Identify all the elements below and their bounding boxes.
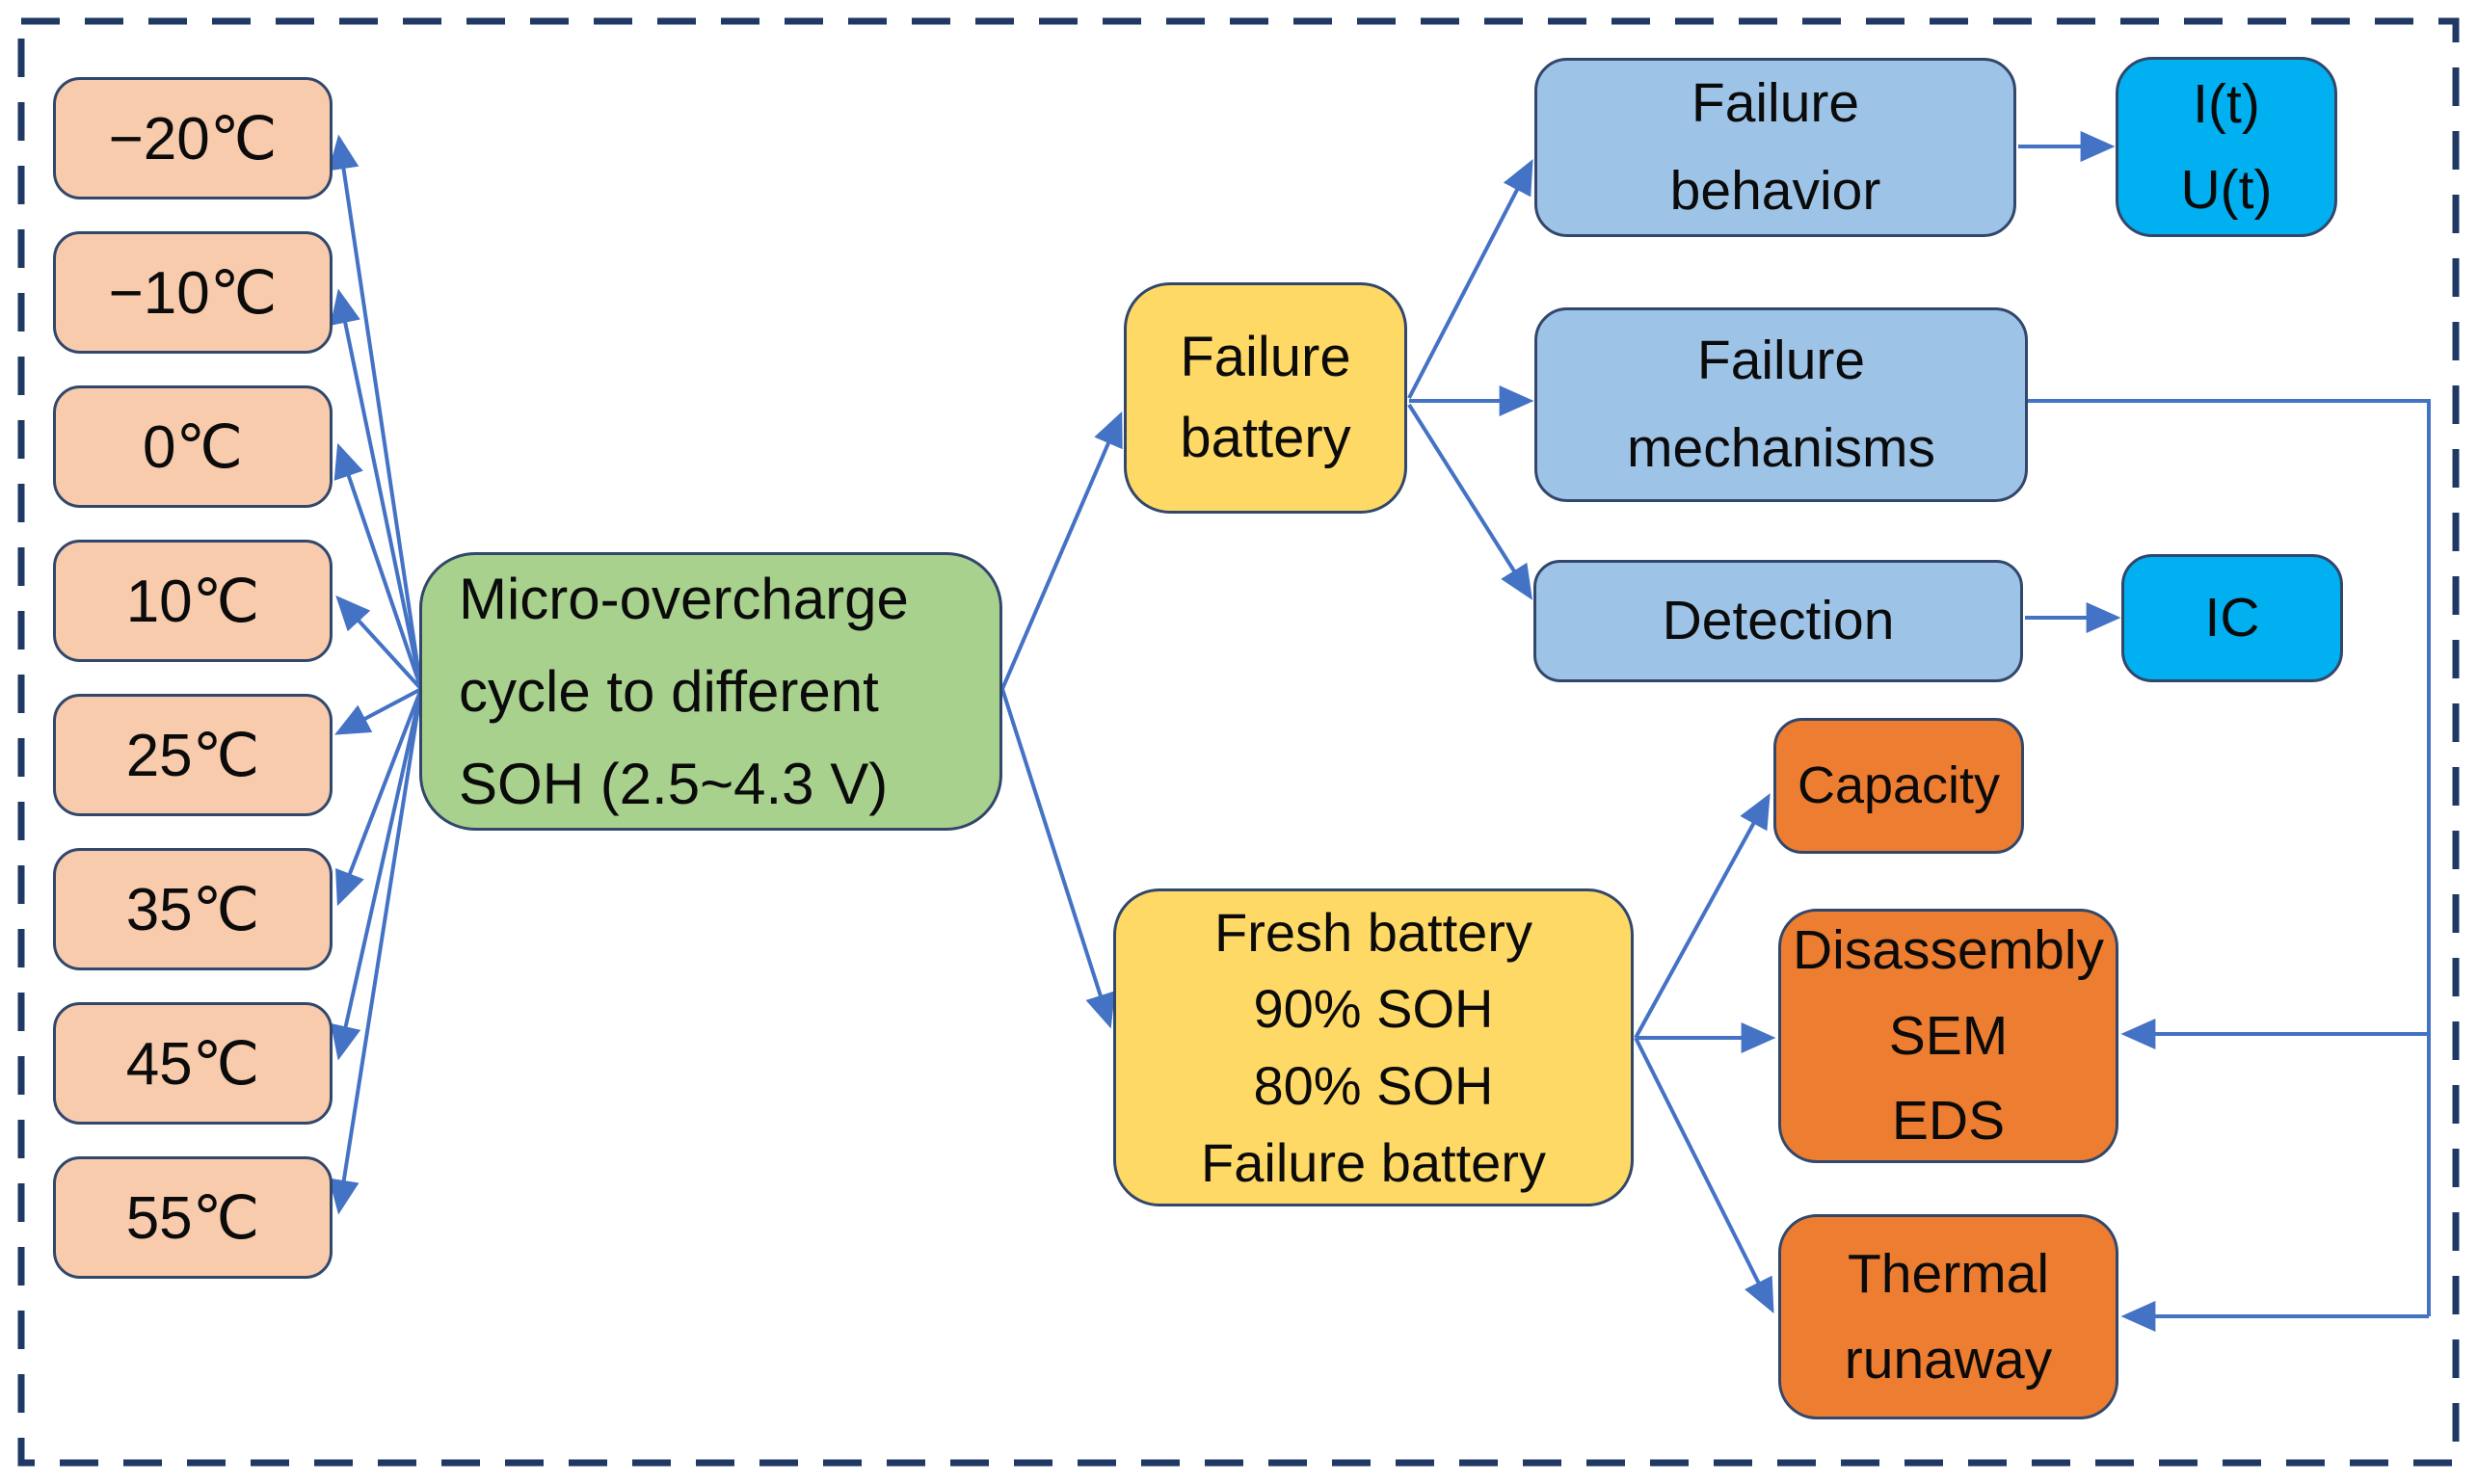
ic-box: IC — [2121, 554, 2343, 682]
capacity-box: Capacity — [1773, 718, 2024, 854]
arrow-process-to-fresh-battery — [1000, 688, 1115, 1029]
process-box-micro-overcharge: Micro-overcharge cycle to different SOH … — [419, 552, 1002, 831]
fresh-battery-box: Fresh battery 90% SOH 80% SOH Failure ba… — [1113, 888, 1634, 1206]
thermal-runaway-box: Thermal runaway — [1778, 1214, 2118, 1419]
fresh-battery-line: 90% SOH — [1253, 978, 1494, 1040]
temp-box-45: 45℃ — [53, 1002, 333, 1125]
temp-box-25: 25℃ — [53, 694, 333, 816]
temp-box-minus20: −20℃ — [53, 77, 333, 199]
temp-label: 45℃ — [125, 1031, 260, 1098]
process-line: cycle to different — [459, 658, 879, 724]
temp-box-35: 35℃ — [53, 848, 333, 970]
failure-mechanisms-line: Failure — [1696, 329, 1866, 391]
arrow-process-to-temp-0 — [333, 442, 423, 690]
temp-label: 25℃ — [125, 723, 260, 789]
disassembly-box: Disassembly SEM EDS — [1778, 909, 2118, 1163]
process-line: Micro-overcharge — [459, 566, 909, 631]
failure-mechanisms-box: Failure mechanisms — [1534, 307, 2028, 502]
temp-box-55: 55℃ — [53, 1156, 333, 1279]
failure-behavior-line: behavior — [1669, 160, 1881, 222]
fresh-battery-line: Fresh battery — [1214, 901, 1532, 963]
arrow-fresh-to-thermal — [1634, 1037, 1774, 1314]
disassembly-line: SEM — [1888, 1004, 2009, 1067]
arrow-failure-battery-to-detection — [1407, 403, 1532, 600]
arrow-process-to-temp-25 — [334, 687, 422, 735]
outer-dashed-border — [17, 17, 2460, 1467]
arrow-fresh-to-capacity — [1634, 793, 1771, 1039]
temp-box-minus10: −10℃ — [53, 231, 333, 354]
temp-label: 35℃ — [125, 877, 260, 943]
temp-label: 0℃ — [142, 414, 244, 481]
arrow-process-to-temp-10neg — [330, 288, 423, 690]
temp-label: −20℃ — [108, 106, 278, 172]
arrow-process-to-temp-55 — [328, 688, 423, 1215]
failure-behavior-box: Failure behavior — [1534, 58, 2016, 237]
arrow-failure-battery-to-behavior — [1407, 159, 1533, 399]
arrow-process-to-temp-45 — [331, 688, 423, 1061]
voltage-signal-label: U(t) — [2180, 158, 2273, 221]
failure-battery-line: Failure — [1180, 325, 1351, 388]
failure-battery-box: Failure battery — [1124, 282, 1407, 514]
capacity-label: Capacity — [1797, 755, 2001, 814]
temp-label: 55℃ — [125, 1185, 260, 1252]
thermal-runaway-line: Thermal — [1847, 1243, 2050, 1306]
line-mechanisms-feedback-rail — [2028, 399, 2431, 1316]
temp-label: −10℃ — [108, 260, 278, 327]
disassembly-line: EDS — [1891, 1090, 2006, 1153]
arrow-process-to-temp-35 — [335, 688, 423, 907]
arrow-process-to-temp-20neg — [328, 134, 423, 690]
current-signal-label: I(t) — [2193, 73, 2260, 136]
detection-label: Detection — [1662, 589, 1895, 651]
detection-box: Detection — [1533, 560, 2023, 682]
ic-label: IC — [2204, 587, 2260, 649]
failure-mechanisms-line: mechanisms — [1627, 417, 1935, 479]
current-voltage-box: I(t) U(t) — [2116, 57, 2337, 237]
process-line: SOH (2.5~4.3 V) — [459, 751, 889, 816]
arrow-process-to-temp-10 — [335, 595, 423, 691]
arrow-process-to-failure-battery — [1000, 411, 1123, 690]
temp-box-10: 10℃ — [53, 540, 333, 662]
temp-box-0: 0℃ — [53, 385, 333, 508]
temp-label: 10℃ — [125, 569, 260, 635]
thermal-runaway-line: runaway — [1844, 1328, 2053, 1391]
disassembly-line: Disassembly — [1792, 919, 2105, 982]
fresh-battery-line: Failure battery — [1201, 1131, 1546, 1193]
failure-battery-line: battery — [1180, 407, 1351, 469]
fresh-battery-line: 80% SOH — [1253, 1055, 1494, 1116]
failure-behavior-line: Failure — [1691, 71, 1860, 134]
